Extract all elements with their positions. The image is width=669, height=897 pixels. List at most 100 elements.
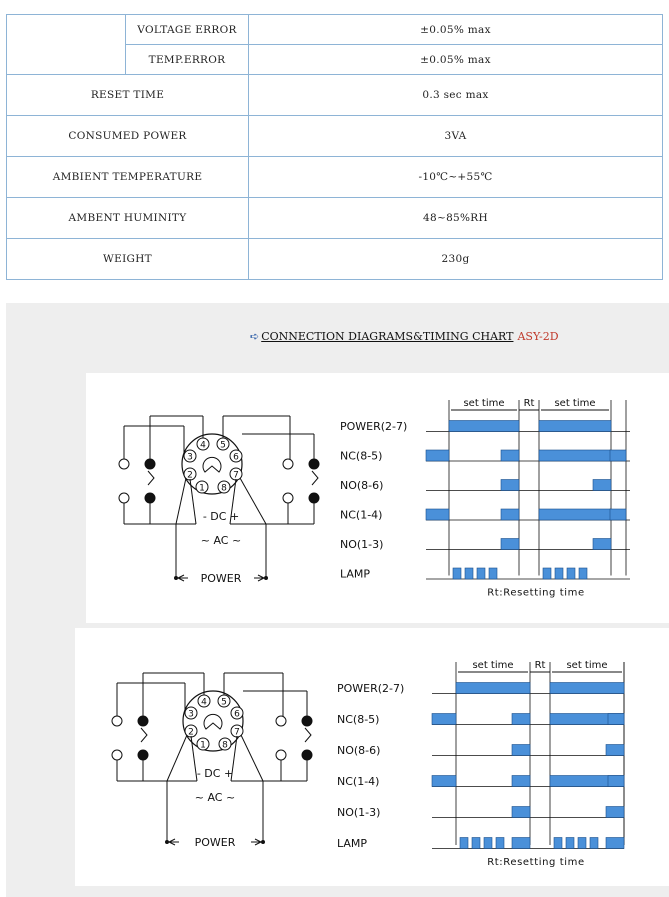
timing-pulse	[538, 449, 612, 462]
pin-6-icon	[230, 706, 244, 720]
terminal-dot-icon	[165, 840, 169, 844]
lamp-on-pulse	[605, 837, 625, 849]
common-contact-icon	[144, 492, 156, 504]
pin-number: 1	[200, 741, 206, 751]
pin-number: 6	[234, 710, 240, 720]
lamp-blink-pulse	[471, 837, 481, 849]
pin-number: 4	[200, 441, 206, 451]
timing-pulse	[609, 508, 627, 521]
table-row: VOLTAGE ERROR ±0.05% max	[6, 14, 663, 75]
timing-pulse	[448, 420, 520, 432]
wire-line	[166, 734, 188, 782]
arrow-left-icon	[167, 838, 179, 846]
nc-contact-icon	[118, 492, 130, 504]
signal-label: NC(1-4)	[340, 509, 382, 522]
nc-contact-icon	[111, 715, 123, 727]
signal-label: POWER(2-7)	[340, 420, 407, 433]
timing-pulse	[605, 806, 625, 818]
timing-pulse	[511, 744, 531, 756]
spec-value: 230g	[248, 238, 663, 280]
timing-pulse	[425, 449, 450, 462]
pin-6-icon	[229, 449, 243, 463]
pin-number: 3	[187, 453, 193, 463]
timing-pulse	[605, 744, 625, 756]
pin-number: 5	[221, 698, 227, 708]
pin-number: 1	[199, 484, 205, 494]
common-contact-icon	[308, 492, 320, 504]
signal-label: POWER(2-7)	[337, 682, 404, 695]
lamp-blink-pulse	[452, 567, 462, 580]
pin-number: 3	[188, 710, 194, 720]
lamp-blink-pulse	[589, 837, 599, 849]
timing-pulse	[511, 775, 531, 787]
lamp-blink-pulse	[495, 837, 505, 849]
common-contact-icon	[308, 458, 320, 470]
socket-key-icon	[202, 456, 222, 473]
terminal-dot-icon	[174, 576, 178, 580]
nc-contact-icon	[282, 492, 294, 504]
spec-value: ±0.05% max	[248, 44, 663, 75]
dc-label: - DC +	[197, 767, 233, 780]
switch-arm-icon	[311, 470, 319, 486]
lamp-on-pulse	[511, 837, 531, 849]
dc-label: - DC +	[203, 510, 239, 523]
lamp-blink-pulse	[488, 567, 498, 580]
timing-pulse	[511, 806, 531, 818]
set-time-label: set time	[554, 398, 595, 409]
lamp-blink-pulse	[464, 567, 474, 580]
signal-label: LAMP	[337, 837, 367, 850]
spec-label: AMBIENT TEMPERATURE	[6, 156, 249, 198]
pin-8-icon	[218, 737, 232, 751]
pin-number: 7	[234, 728, 240, 738]
arrow-left-icon	[176, 574, 188, 582]
set-time-label: set time	[472, 660, 513, 671]
spec-table: VOLTAGE ERROR ±0.05% max TEMP.ERROR ±0.0…	[6, 14, 663, 280]
arrow-right-icon	[251, 838, 263, 846]
wire-line	[229, 478, 237, 525]
pin-number: 8	[221, 484, 227, 494]
pin-number: 4	[201, 698, 207, 708]
table-row: RESET TIME 0.3 sec max	[6, 74, 663, 116]
lamp-blink-pulse	[566, 567, 576, 580]
lamp-blink-pulse	[542, 567, 552, 580]
rt-label: Rt	[535, 660, 546, 671]
timing-pulse	[538, 508, 612, 521]
table-row: AMBENT HUMINITY 48~85%RH	[6, 197, 663, 239]
wire-line	[190, 735, 198, 782]
timing-pulse	[455, 682, 531, 694]
signal-label: NC(1-4)	[337, 775, 379, 788]
lamp-blink-pulse	[577, 837, 587, 849]
ac-label: ~ AC ~	[195, 791, 235, 804]
footer-note: Rt:Resetting time	[487, 588, 585, 599]
spec-label: WEIGHT	[6, 238, 249, 280]
lamp-blink-pulse	[476, 567, 486, 580]
signal-label: NO(8-6)	[337, 744, 380, 757]
relay-base-outline	[182, 690, 244, 752]
timing-pulse	[500, 479, 520, 491]
spec-label: TEMP.ERROR	[125, 44, 249, 75]
double-arrow-icon: ➪	[250, 330, 260, 343]
common-contact-icon	[301, 749, 313, 761]
signal-label: LAMP	[340, 568, 370, 581]
signal-label: NC(8-5)	[340, 450, 382, 463]
timing-pulse	[511, 713, 531, 725]
power-label: POWER	[195, 836, 236, 849]
pin-8-icon	[217, 480, 231, 494]
spec-label: AMBENT HUMINITY	[6, 197, 249, 239]
pin-number: 2	[187, 471, 193, 481]
lamp-blink-pulse	[554, 567, 564, 580]
pin-number: 7	[233, 471, 239, 481]
terminal-dot-icon	[264, 576, 268, 580]
nc-contact-icon	[111, 749, 123, 761]
timing-pulse	[592, 479, 612, 491]
pin-number: 6	[233, 453, 239, 463]
timing-pulse	[538, 420, 612, 432]
pin-number: 2	[188, 728, 194, 738]
rt-label: Rt	[524, 398, 535, 409]
nc-contact-icon	[275, 715, 287, 727]
wire-line	[240, 734, 264, 782]
section-title-text: CONNECTION DIAGRAMS&TIMING CHART	[261, 330, 514, 343]
